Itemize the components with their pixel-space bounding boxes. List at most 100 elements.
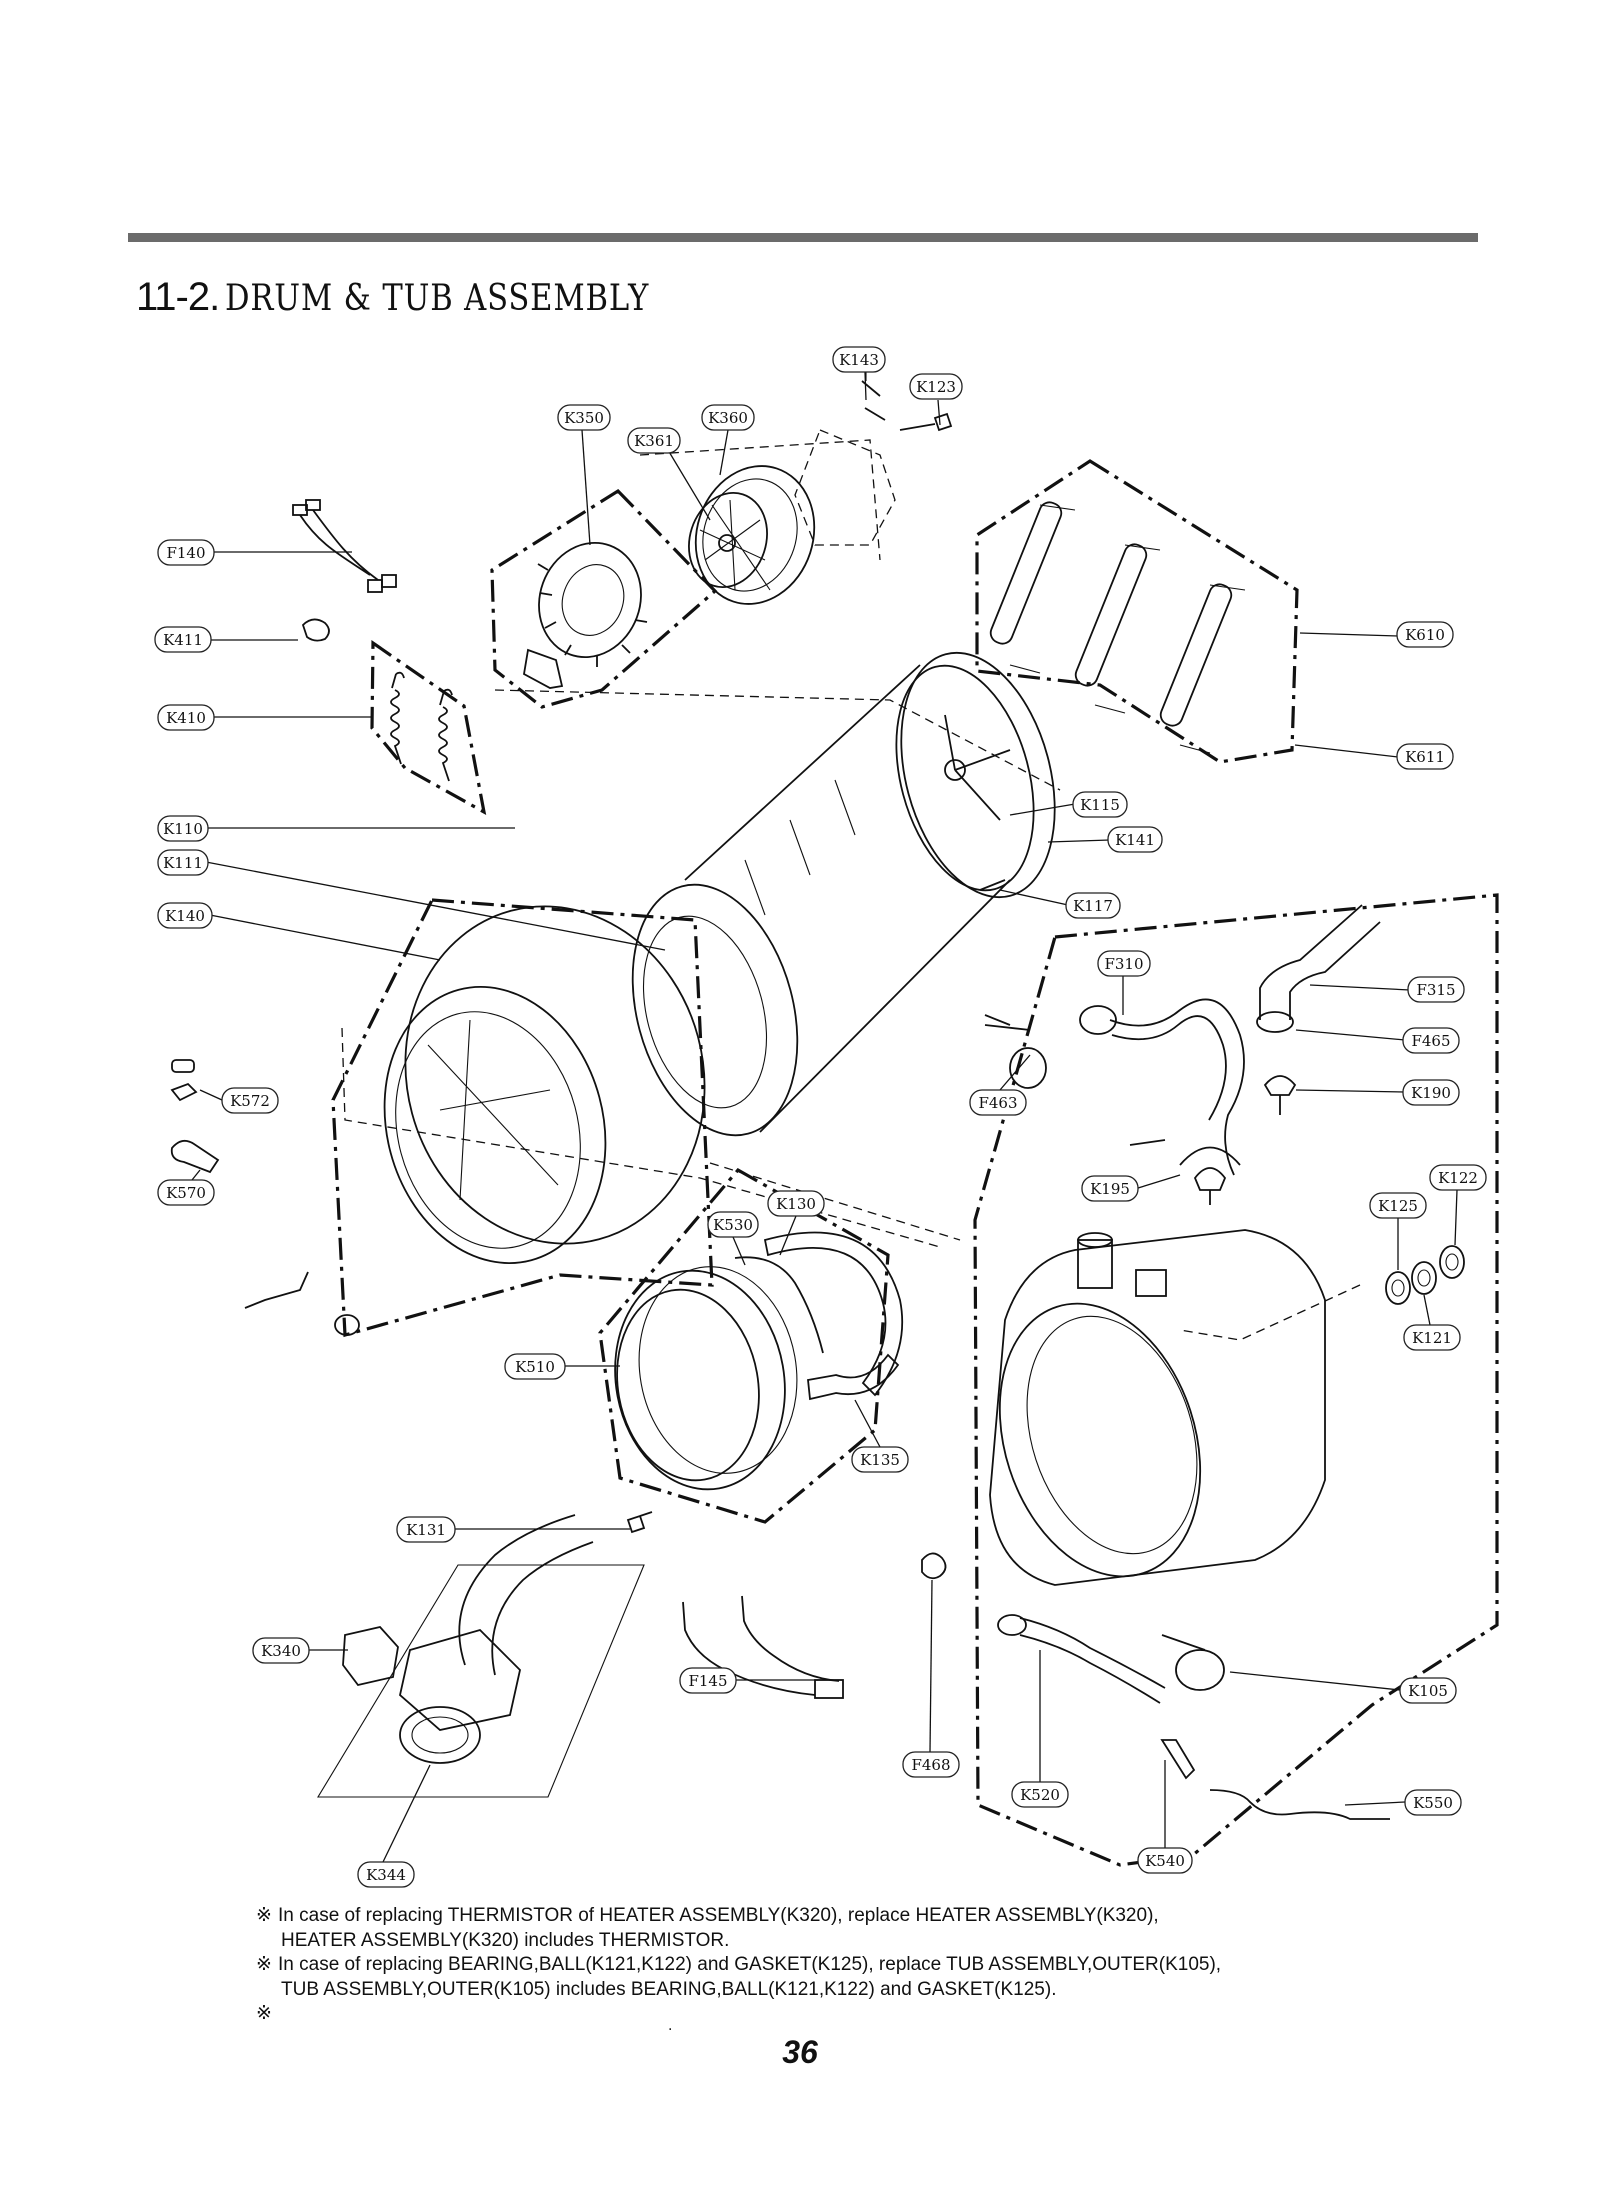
label-K611: K611 [1396, 743, 1454, 770]
svg-text:K140: K140 [165, 907, 205, 925]
svg-text:K117: K117 [1073, 897, 1113, 915]
replacement-notes: ※ In case of replacing THERMISTOR of HEAT… [256, 1904, 1436, 2027]
label-K550: K550 [1404, 1789, 1462, 1816]
damper-k610 [989, 501, 1246, 754]
note-mark-icon: ※ [256, 2003, 272, 2024]
stator-bracket [523, 648, 564, 689]
leader-lines [191, 371, 1458, 1863]
nozzle-k570 [170, 1139, 220, 1174]
svg-text:F315: F315 [1416, 981, 1455, 999]
gasket-k510 [614, 1266, 798, 1491]
hose-f310 [1079, 998, 1245, 1176]
bearings-k121-k122 [1385, 1245, 1465, 1305]
label-K111: K111 [157, 849, 209, 876]
label-K344: K344 [357, 1861, 415, 1888]
note-mark-icon: ※ [256, 1954, 272, 1975]
label-K360: K360 [701, 404, 755, 431]
label-K195: K195 [1081, 1175, 1139, 1202]
clamp-k130 [763, 1231, 904, 1397]
fitting-k572 [170, 1059, 198, 1102]
label-F140: F140 [157, 539, 215, 566]
pump-k340 [342, 1514, 594, 1731]
pump-group-boundary [317, 1564, 645, 1798]
label-K340: K340 [252, 1637, 310, 1664]
label-K510: K510 [504, 1353, 566, 1380]
bellows-f315 [1256, 904, 1381, 1033]
label-K190: K190 [1402, 1079, 1460, 1106]
svg-text:K111: K111 [163, 854, 203, 872]
svg-text:F465: F465 [1411, 1032, 1450, 1050]
note-2-continued: TUB ASSEMBLY,OUTER(K105) includes BEARIN… [281, 1978, 1057, 2000]
svg-text:K105: K105 [1408, 1682, 1448, 1700]
svg-text:K610: K610 [1405, 626, 1445, 644]
svg-text:K570: K570 [166, 1184, 206, 1202]
inner-drum [631, 651, 1056, 1137]
label-F465: F465 [1402, 1027, 1460, 1054]
label-K143: K143 [832, 346, 886, 373]
label-K141: K141 [1107, 826, 1163, 853]
guide-line-top [494, 689, 1061, 791]
section-title: DRUM & TUB ASSEMBLY [225, 278, 650, 319]
stator-assembly [537, 541, 648, 667]
sensor-k550 [1209, 1789, 1390, 1820]
label-K115: K115 [1072, 791, 1128, 818]
svg-text:K190: K190 [1411, 1084, 1451, 1102]
label-K520: K520 [1011, 1781, 1069, 1808]
svg-text:K121: K121 [1412, 1329, 1452, 1347]
label-K350: K350 [557, 404, 611, 431]
svg-text:K115: K115 [1080, 796, 1120, 814]
front-tub-group-boundary [331, 898, 714, 1338]
svg-text:K361: K361 [634, 432, 674, 450]
spring-k530 [734, 1256, 824, 1354]
filter-k344 [399, 1706, 481, 1764]
svg-text:K141: K141 [1115, 831, 1155, 849]
drain-hose-k520 [997, 1614, 1166, 1704]
clamp-k105 [1161, 1634, 1225, 1691]
outer-tub-group-boundary [973, 893, 1499, 1867]
front-tub-k140 [383, 905, 706, 1264]
header-rule [128, 233, 1478, 242]
label-K131: K131 [396, 1516, 456, 1543]
svg-text:K540: K540 [1145, 1852, 1185, 1870]
label-K361: K361 [627, 427, 681, 454]
damper-group-boundary [975, 459, 1299, 764]
note-2-text: In case of replacing BEARING,BALL(K121,K… [278, 1954, 1222, 1975]
guide-line-front [341, 1027, 941, 1248]
label-F310: F310 [1097, 950, 1151, 977]
svg-text:K360: K360 [708, 409, 748, 427]
clip-k411 [301, 618, 330, 642]
section-number: 11-2. [136, 275, 220, 319]
outer-tub-k105 [989, 1229, 1326, 1586]
svg-text:K195: K195 [1090, 1180, 1130, 1198]
label-K135: K135 [851, 1446, 909, 1473]
note-3: ※ [256, 2002, 1436, 2027]
svg-text:K550: K550 [1413, 1794, 1453, 1812]
note-1-text: In case of replacing THERMISTOR of HEATE… [278, 1905, 1159, 1926]
svg-text:K110: K110 [163, 820, 203, 838]
front-door-group-boundary [598, 1167, 890, 1524]
screw-k131 [626, 1511, 653, 1534]
svg-text:K510: K510 [515, 1358, 555, 1376]
svg-text:K344: K344 [366, 1866, 406, 1884]
svg-text:F145: F145 [688, 1672, 727, 1690]
label-K410: K410 [157, 704, 215, 731]
svg-text:K125: K125 [1378, 1197, 1418, 1215]
valve-k540 [1160, 1739, 1196, 1780]
svg-text:K572: K572 [230, 1092, 270, 1110]
label-K121: K121 [1403, 1324, 1461, 1351]
svg-text:K520: K520 [1020, 1786, 1060, 1804]
label-K140: K140 [157, 902, 213, 929]
valve-k195 [1129, 1139, 1241, 1205]
label-F468: F468 [902, 1751, 960, 1778]
spider-k115 [944, 714, 1011, 821]
svg-text:K131: K131 [406, 1521, 446, 1539]
label-K125: K125 [1369, 1192, 1427, 1219]
label-K110: K110 [157, 815, 209, 842]
guide-line-motor [639, 439, 881, 561]
svg-text:F463: F463 [978, 1094, 1017, 1112]
note-mark-icon: ※ [256, 1905, 272, 1926]
note-1-continued: HEATER ASSEMBLY(K320) includes THERMISTO… [281, 1929, 730, 1951]
svg-text:K135: K135 [860, 1451, 900, 1469]
svg-text:K340: K340 [261, 1642, 301, 1660]
